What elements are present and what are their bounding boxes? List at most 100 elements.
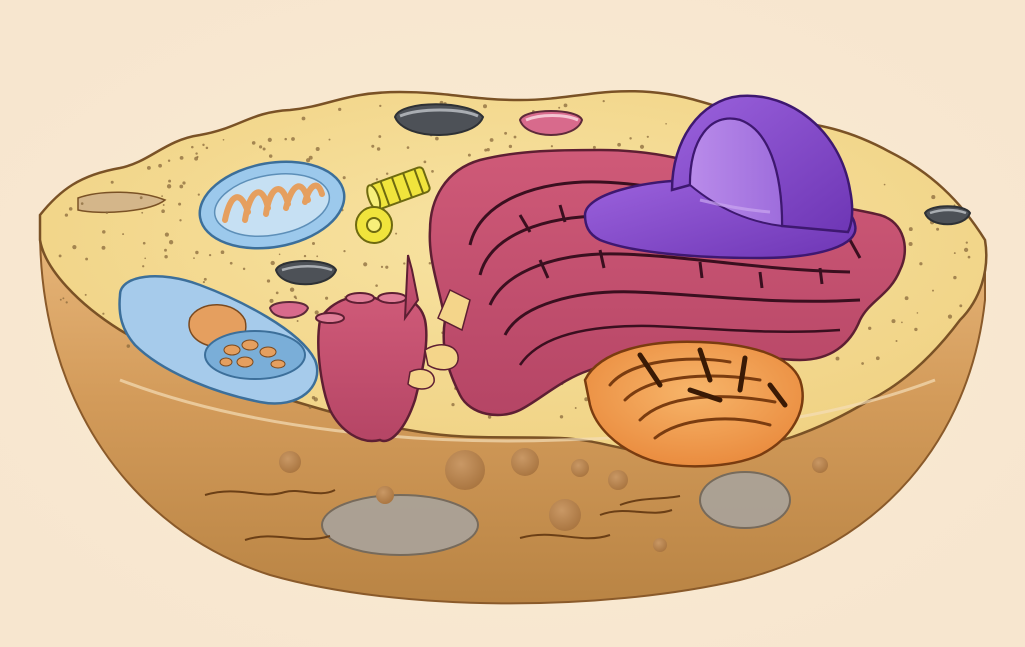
ribosome-dot [593,146,596,149]
ribosome-dot [102,246,106,250]
ribosome-dot [72,245,76,249]
ribosome-dot [407,146,410,149]
ribosome-dot [343,250,345,252]
ribosome-dot [451,403,454,406]
ribosome-dot [936,228,939,231]
ribosome-dot [917,312,919,314]
ribosome-dot [884,184,886,186]
ribosome-dot [168,160,170,162]
ribosome-dot [193,257,195,259]
ribosome-dot [59,254,62,257]
ribosome-dot [964,248,968,252]
lysosome-icon [270,302,308,318]
ribosome-dot [490,138,494,142]
ribosome-dot [209,254,211,256]
vesicle-icon [925,206,970,224]
ribosome-dot [948,315,952,319]
ribosome-dot [230,262,233,265]
ribosome-dot [267,279,270,282]
ribosome-dot [891,319,895,323]
ribosome-dot [164,255,167,258]
ribosome-dot [385,266,388,269]
ribosome-dot [431,170,434,173]
ribosome-dot [909,227,913,231]
ribosome-dot [252,141,256,145]
ribosome-dot [603,100,605,102]
ribosome-dot [905,296,909,300]
ribosome-dot [223,139,225,141]
ribosome-dot [69,207,73,211]
ribosome-dot [191,146,194,149]
ribosome-dot [395,233,397,235]
ribosome-dot [165,233,169,237]
ribosome-dot [243,268,245,270]
ribosome-dot [959,304,962,307]
ribosome-dot [312,242,315,245]
ribosome-dot [65,213,68,216]
ribosome-dot [306,158,310,162]
ribosome-dot [194,157,198,161]
ribosome-dot [316,255,318,257]
ribosome-dot [297,320,299,322]
ribosome-dot [62,297,64,299]
ribosome-dot [180,156,184,160]
ribosome-dot [271,261,275,265]
ribosome-dot [560,415,563,418]
ribosome-dot [206,147,209,150]
ribosome-dot [269,154,272,157]
ribosome-dot [314,397,318,401]
ribosome-dot [953,276,956,279]
ribosome-dot [629,137,631,139]
ribosome-dot [558,107,560,109]
ribosome-dot [106,211,109,214]
ribosome-dot [179,219,181,221]
ribosome-dot [483,104,487,108]
ribosome-dot [178,203,181,206]
ribosome-dot [202,144,204,146]
ribosome-dot [102,313,104,315]
ribosome-dot [195,251,198,254]
ribosome-dot [167,184,171,188]
ribosome-dot [551,145,553,147]
ribosome-dot [143,242,146,245]
ribosome-dot [85,294,87,296]
ribosome-dot [665,123,667,125]
ribosome-dot [868,327,871,330]
ribosome-dot [509,145,512,148]
ribosome-dot [268,138,272,142]
ribosome-dot [429,262,432,265]
ribosome-dot [931,195,935,199]
ribosome-dot [295,297,297,299]
ribosome-dot [290,288,294,292]
ribosome-dot [259,145,262,148]
ribosome-dot [102,230,106,234]
ribosome-dot [424,161,427,164]
ribosome-dot [111,181,114,184]
ribosome-dot [640,145,644,149]
ribosome-dot [221,250,225,254]
ribosome-dot [144,257,146,259]
ribosome-dot [316,147,320,151]
ribosome-dot [66,301,68,303]
ribosome-dot [403,262,405,264]
ribosome-dot [304,255,306,257]
ribosome-dot [179,185,183,189]
ribosome-dot [142,265,144,267]
ribosome-dot [276,292,279,295]
ribosome-dot [147,166,151,170]
ribosome-dot [329,139,331,141]
ribosome-dot [381,266,383,268]
ribosome-dot [164,249,167,252]
ribosome-dot [968,256,971,259]
ribosome-dot [386,172,388,174]
ribosome-dot [284,138,287,141]
ribosome-dot [161,195,163,197]
ribosome-dot [617,143,621,147]
ribosome-dot [836,357,840,361]
ribosome-dot [60,299,62,301]
ribosome-dot [158,164,162,168]
ribosome-dot [161,209,165,213]
ribosome-dot [379,105,381,107]
ribosome-dot [966,241,968,243]
ribosome-dot [204,278,207,281]
